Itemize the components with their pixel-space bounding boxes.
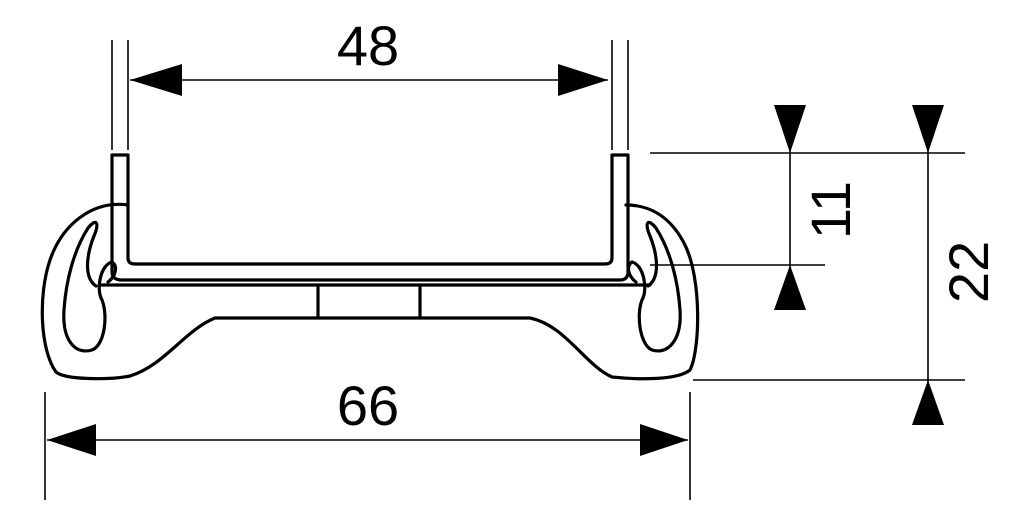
dim-label-top: 48 xyxy=(337,14,399,77)
dim-label-total-height: 22 xyxy=(937,241,1000,303)
dim-label-inner-height: 11 xyxy=(799,181,862,239)
arrow-total-bottom xyxy=(912,380,944,425)
arrow-inner-top xyxy=(774,105,806,153)
top-dimension: 48 xyxy=(111,14,629,150)
right-chamber xyxy=(626,220,682,353)
channel-insert xyxy=(110,153,630,282)
arrow-top-left xyxy=(130,64,182,96)
right-reference-lines xyxy=(650,152,965,381)
profile-outer-contour xyxy=(40,202,700,381)
arrow-bottom-left xyxy=(47,424,96,456)
arrow-inner-bottom xyxy=(774,265,806,310)
total-height-dimension: 22 xyxy=(912,105,1000,425)
left-chamber xyxy=(62,220,118,353)
left-chamber-outline xyxy=(62,220,114,353)
inner-height-dimension: 11 xyxy=(774,105,862,310)
profile-body xyxy=(40,202,700,381)
arrow-total-top xyxy=(912,105,944,153)
right-chamber-outline xyxy=(630,220,682,353)
arrow-top-right xyxy=(558,64,608,96)
arrow-bottom-right xyxy=(640,424,688,456)
profile-center-block xyxy=(316,283,422,320)
bottom-dimension: 66 xyxy=(44,374,691,500)
channel-outer xyxy=(110,153,630,282)
dim-label-bottom: 66 xyxy=(337,374,399,437)
